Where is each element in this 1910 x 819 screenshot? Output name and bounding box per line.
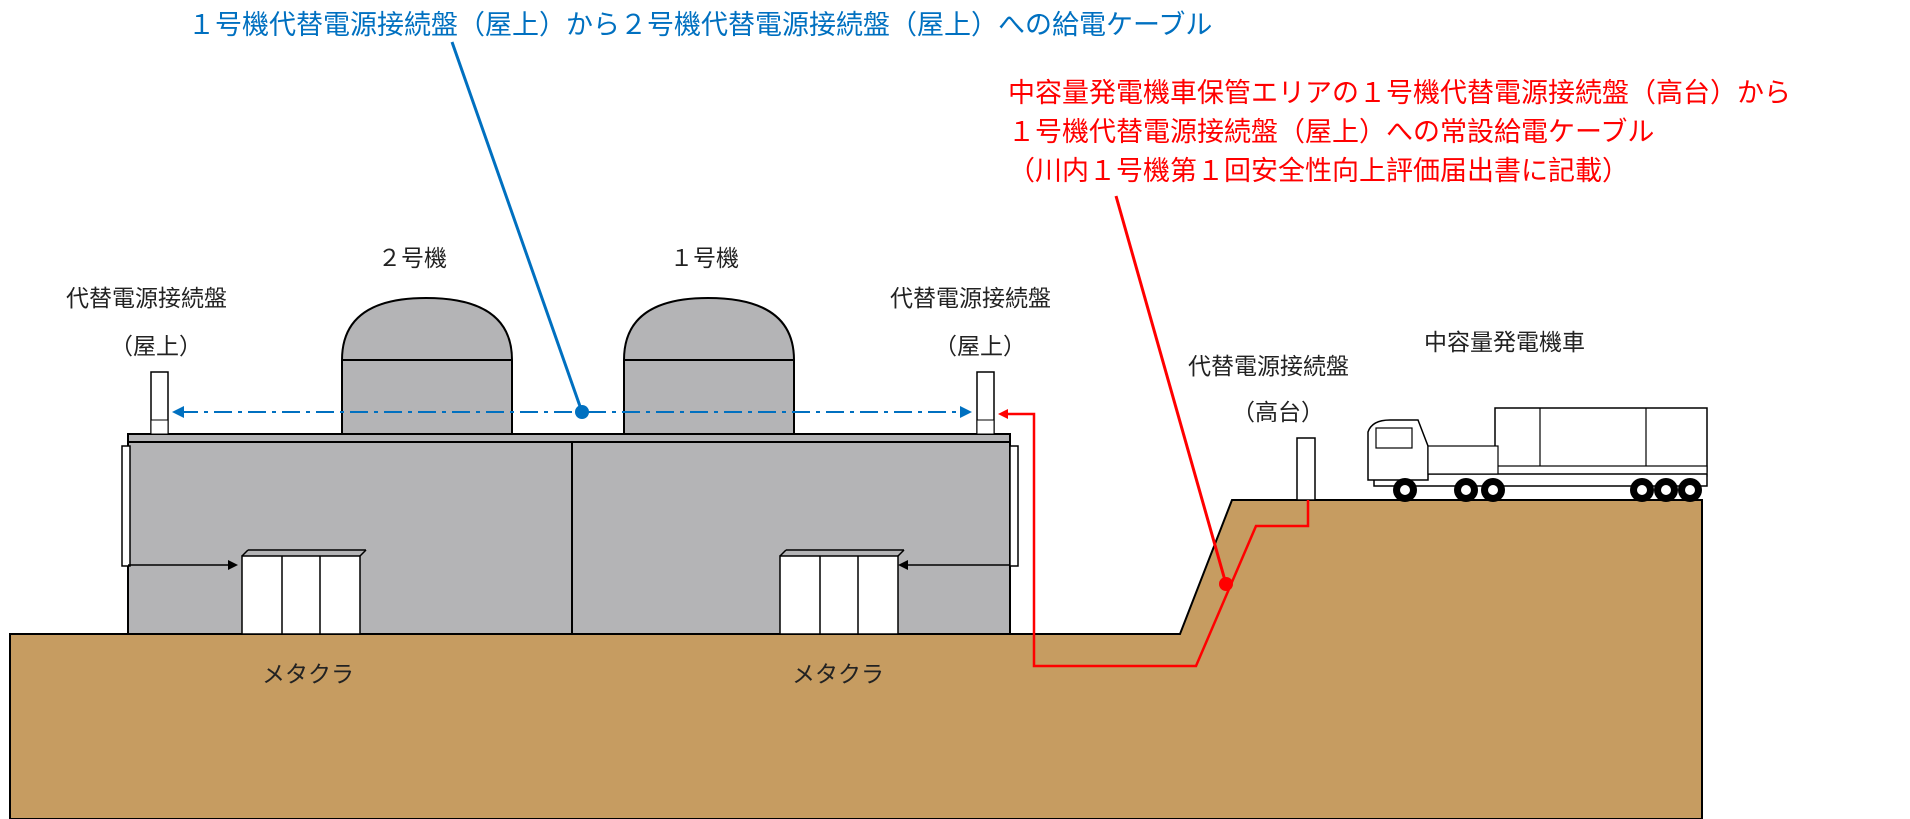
rooftop-panel-right [976, 371, 995, 435]
metaclad-left-label: メタクラ [262, 662, 354, 688]
generator-truck [1367, 407, 1708, 502]
blue-leader-dot [575, 405, 589, 419]
red-leader-dot [1219, 577, 1233, 591]
panel-left-location: （屋上） [110, 334, 202, 360]
metaclad-right-label: メタクラ [792, 662, 884, 688]
rooftop-panel-left [150, 371, 169, 435]
red-cable-annotation-line1: 中容量発電機車保管エリアの１号機代替電源接続盤（高台）から [1008, 78, 1791, 109]
red-cable-line [1002, 412, 1310, 668]
panel-left-name: 代替電源接続盤 [66, 286, 227, 312]
panel-hill-location: （高台） [1232, 400, 1324, 426]
blue-cable-line [172, 406, 972, 418]
ground [9, 499, 1703, 819]
right-wall-conduit [1009, 445, 1019, 567]
left-wall-conduit [121, 445, 131, 567]
red-cable-annotation-line2: １号機代替電源接続盤（屋上）への常設給電ケーブル [1008, 117, 1654, 148]
metaclad-left [241, 549, 367, 635]
red-cable-annotation-line3: （川内１号機第１回安全性向上評価届出書に記載） [1008, 156, 1629, 187]
unit1-label: １号機 [670, 246, 739, 272]
panel-right-location: （屋上） [934, 334, 1026, 360]
panel-right-name: 代替電源接続盤 [890, 286, 1051, 312]
blue-leader-line [450, 41, 584, 413]
blue-cable-annotation: １号機代替電源接続盤（屋上）から２号機代替電源接続盤（屋上）への給電ケーブル [188, 10, 1212, 41]
dome-unit2 [341, 296, 513, 435]
panel-hill-name: 代替電源接続盤 [1188, 354, 1349, 380]
generator-truck-label: 中容量発電機車 [1424, 330, 1585, 356]
roof [127, 433, 1011, 443]
unit2-label: ２号機 [378, 246, 447, 272]
hill-panel [1296, 437, 1316, 501]
red-leader-line [1114, 195, 1228, 585]
metaclad-right [779, 549, 905, 635]
dome-unit1 [623, 296, 795, 435]
